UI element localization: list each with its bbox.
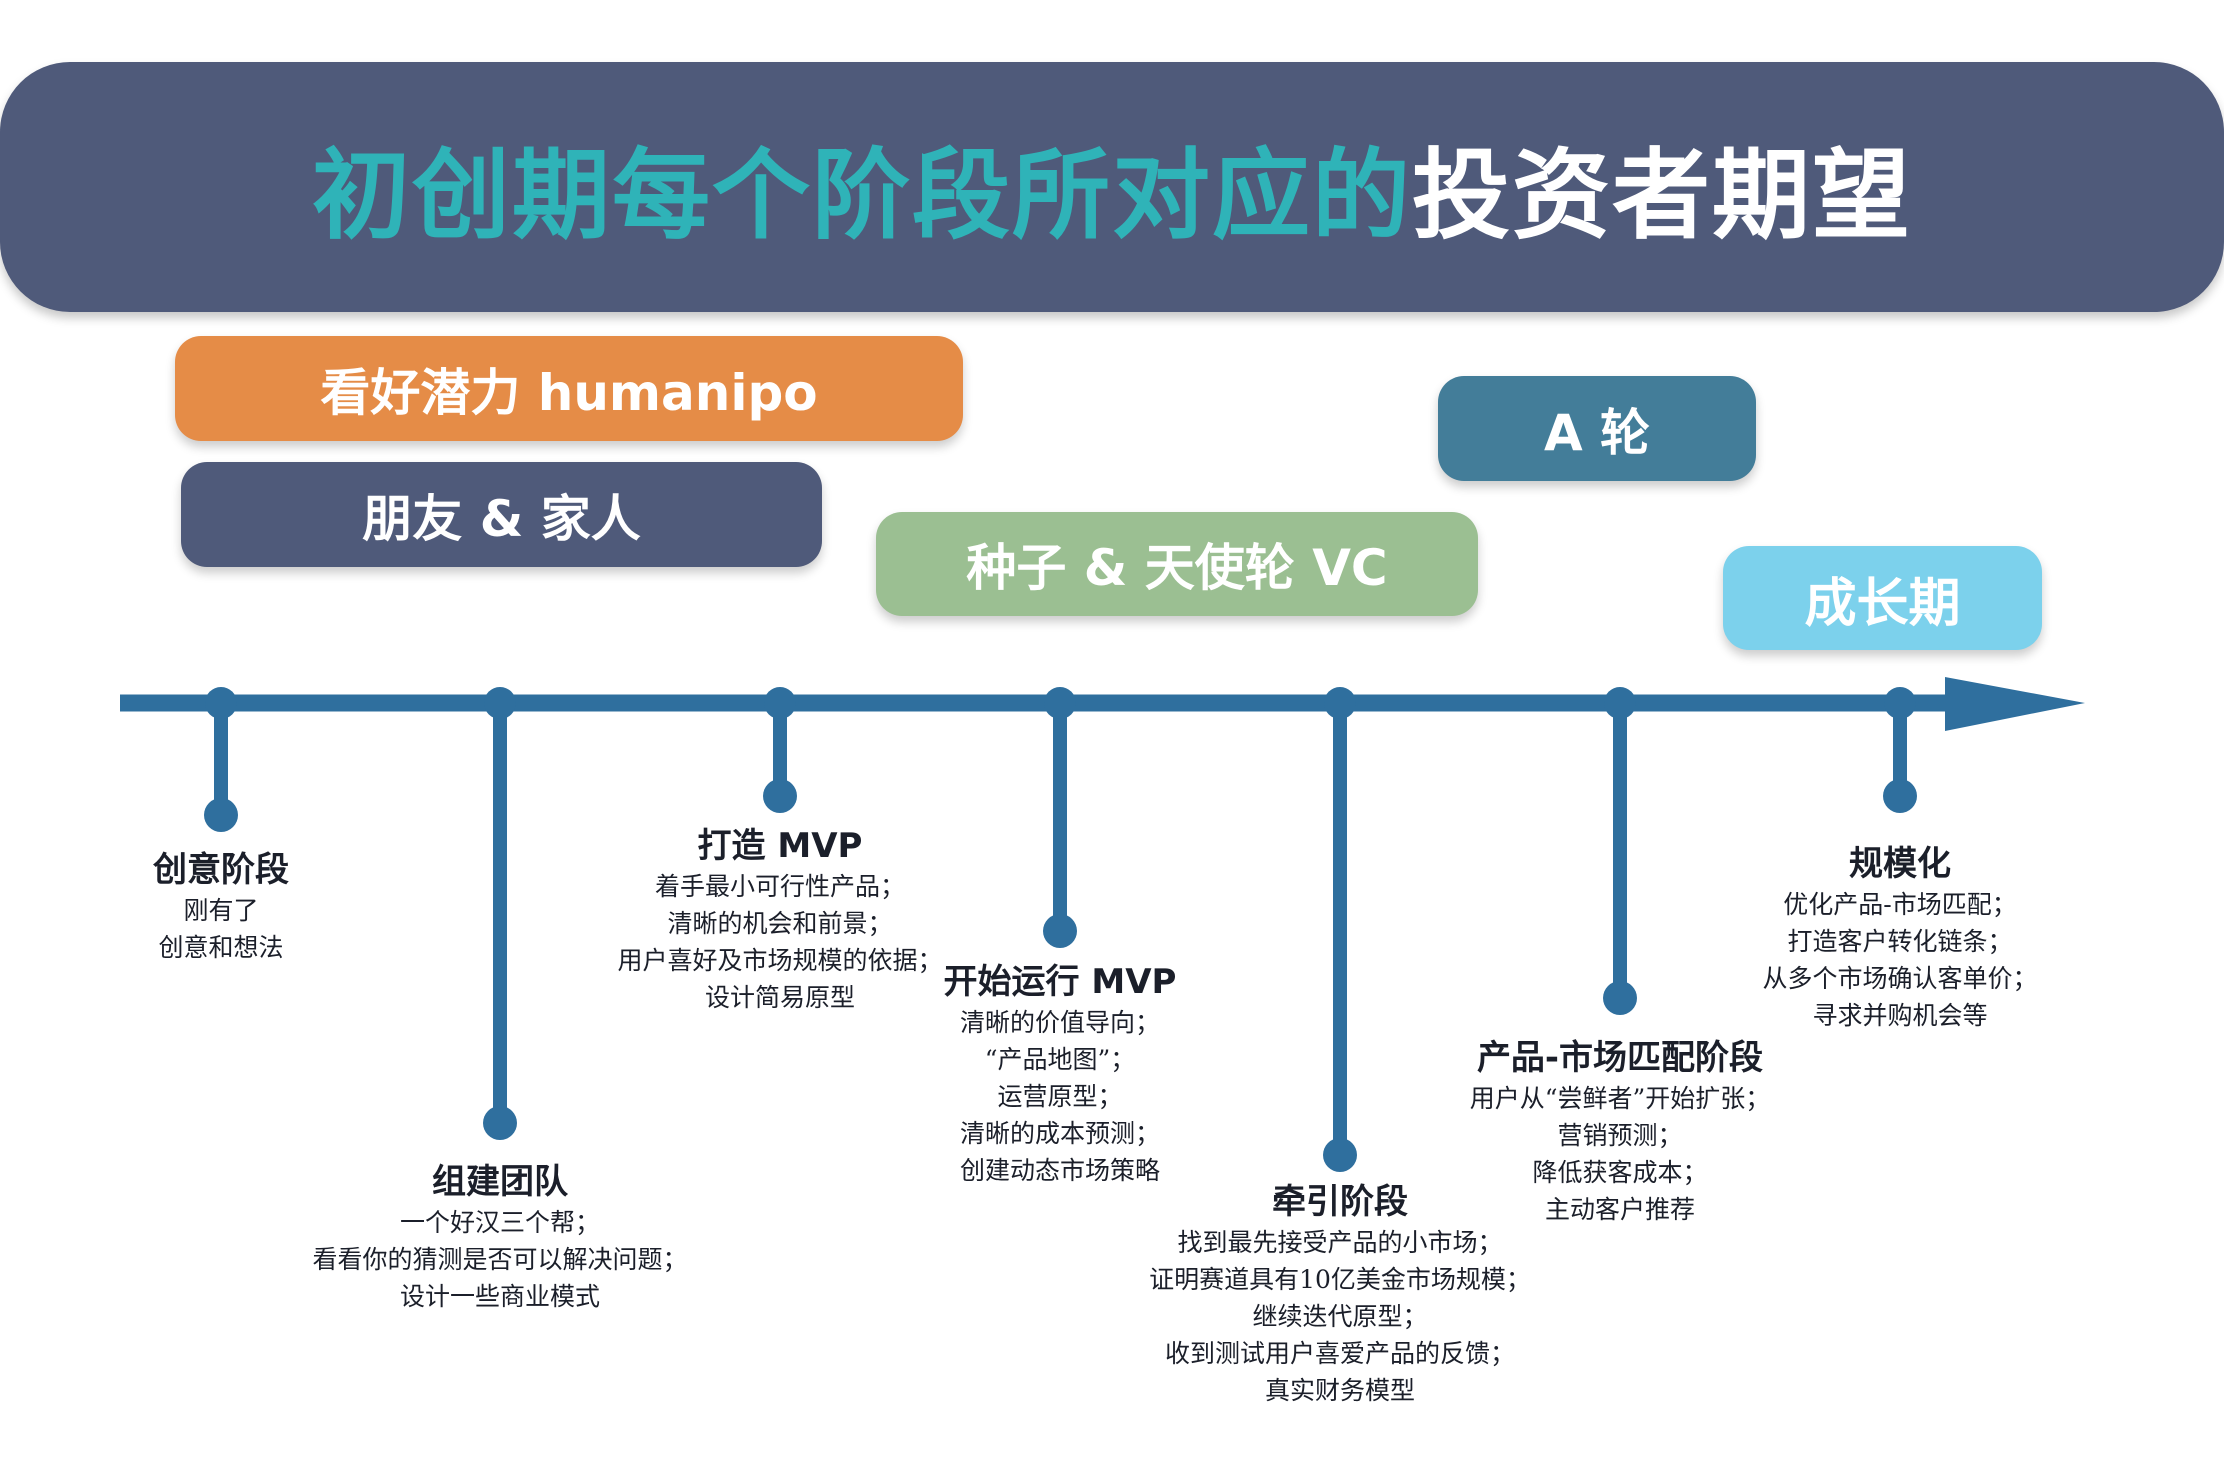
milestone-line: 刚有了	[183, 896, 259, 925]
milestone-line: 收到测试用户喜爱产品的反馈；	[1164, 1339, 1515, 1368]
page-title: 初创期每个阶段所对应的投资者期望	[312, 116, 1912, 258]
milestone-line: 清晰的价值导向；	[959, 1008, 1160, 1037]
milestone-node	[764, 687, 796, 719]
milestone-title: 创意阶段	[153, 850, 289, 890]
milestone-end-dot	[1043, 914, 1077, 948]
milestone-line: 用户从“尝鲜者”开始扩张；	[1469, 1084, 1771, 1113]
investor-stage-growth: 成长期	[1723, 546, 2042, 650]
milestone-line: 寻求并购机会等	[1812, 1001, 1988, 1030]
milestone-3: 打造 MVP 着手最小可行性产品； 清晰的机会和前景； 用户喜好及市场规模的依据； 设计…	[560, 824, 1000, 1016]
milestone-line: 设计一些商业模式	[399, 1282, 600, 1311]
milestone-description: 刚有了创意和想法	[1, 892, 441, 966]
milestone-title: 规模化	[1849, 844, 1951, 884]
milestone-5: 牵引阶段找到最先接受产品的小市场； 证明赛道具有10亿美金市场规模； 继续迭代原型；…	[1120, 1180, 1560, 1409]
milestone-line: 设计简易原型	[704, 983, 855, 1012]
milestone-line: 运营原型；	[997, 1082, 1123, 1111]
milestone-line: 创意和想法	[158, 933, 284, 962]
milestone-line: 一个好汉三个帮；	[399, 1208, 600, 1237]
milestone-line: 用户喜好及市场规模的依据；	[617, 946, 943, 975]
milestone-description: 优化产品-市场匹配； 打造客户转化链条； 从多个市场确认客单价； 寻求并购机会等	[1680, 886, 2120, 1034]
milestone-end-dot	[483, 1106, 517, 1140]
milestone-line: 真实财务模型	[1264, 1376, 1415, 1405]
milestone-line: 主动客户推荐	[1544, 1195, 1695, 1224]
investor-stage-a-round: A 轮	[1438, 376, 1756, 481]
milestone-line: 继续迭代原型；	[1252, 1302, 1428, 1331]
milestone-node	[1324, 687, 1356, 719]
milestone-description: 着手最小可行性产品； 清晰的机会和前景； 用户喜好及市场规模的依据； 设计简易原型	[560, 868, 1000, 1016]
milestone-end-dot	[1323, 1138, 1357, 1172]
milestone-node	[484, 687, 516, 719]
milestone-line: 证明赛道具有10亿美金市场规模；	[1149, 1265, 1531, 1294]
milestone-line: 优化产品-市场匹配；	[1783, 890, 2017, 919]
milestone-end-dot	[1883, 779, 1917, 813]
milestone-node	[1604, 687, 1636, 719]
milestone-node	[1044, 687, 1076, 719]
milestone-6: 产品-市场匹配阶段用户从“尝鲜者”开始扩张； 营销预测； 降低获客成本； 主动客户推荐	[1400, 1036, 1840, 1228]
milestone-line: 清晰的成本预测；	[959, 1119, 1160, 1148]
milestone-description: 找到最先接受产品的小市场； 证明赛道具有10亿美金市场规模； 继续迭代原型； 收到测试…	[1120, 1224, 1560, 1409]
milestone-title: 打造 MVP	[697, 826, 863, 866]
milestone-line: “产品地图”；	[984, 1045, 1136, 1074]
milestone-node	[205, 687, 237, 719]
investor-stage-humanipo: 看好潜力 humanipo	[175, 336, 963, 441]
milestone-node	[1884, 687, 1916, 719]
milestone-title: 产品-市场匹配阶段	[1476, 1038, 1764, 1078]
milestone-line: 找到最先接受产品的小市场；	[1177, 1228, 1503, 1257]
milestone-line: 打造客户转化链条；	[1787, 927, 2013, 956]
milestone-2: 组建团队一个好汉三个帮； 看看你的猜测是否可以解决问题； 设计一些商业模式	[280, 1160, 720, 1315]
milestone-4: 开始运行 MVP 清晰的价值导向； “产品地图”； 运营原型； 清晰的成本预测； 创建动态…	[840, 960, 1280, 1189]
title-main: 初创期每个阶段所对应的	[311, 139, 1412, 253]
milestone-line: 营销预测；	[1557, 1121, 1683, 1150]
investor-stage-friends-family: 朋友 & 家人	[181, 462, 822, 567]
milestone-1: 创意阶段刚有了创意和想法	[1, 848, 441, 966]
milestone-line: 着手最小可行性产品；	[654, 872, 905, 901]
milestone-title: 开始运行 MVP	[943, 962, 1177, 1002]
milestone-end-dot	[763, 779, 797, 813]
milestone-title: 组建团队	[432, 1162, 568, 1202]
milestone-7: 规模化优化产品-市场匹配； 打造客户转化链条； 从多个市场确认客单价； 寻求并购机会等	[1680, 842, 2120, 1034]
timeline-arrow-head	[1945, 677, 2085, 731]
milestone-title: 牵引阶段	[1272, 1182, 1408, 1222]
milestone-line: 从多个市场确认客单价；	[1762, 964, 2038, 993]
milestone-line: 降低获客成本；	[1532, 1158, 1708, 1187]
milestone-line: 清晰的机会和前景；	[667, 909, 893, 938]
milestone-end-dot	[204, 798, 238, 832]
title-accent: 投资者期望	[1412, 139, 1913, 253]
milestone-description: 清晰的价值导向； “产品地图”； 运营原型； 清晰的成本预测； 创建动态市场策略	[840, 1004, 1280, 1189]
milestone-description: 一个好汉三个帮； 看看你的猜测是否可以解决问题； 设计一些商业模式	[280, 1204, 720, 1315]
title-banner: 初创期每个阶段所对应的投资者期望	[0, 62, 2224, 312]
milestone-description: 用户从“尝鲜者”开始扩张； 营销预测； 降低获客成本； 主动客户推荐	[1400, 1080, 1840, 1228]
investor-stage-seed-angel-vc: 种子 & 天使轮 VC	[876, 512, 1478, 616]
milestone-end-dot	[1603, 981, 1637, 1015]
milestone-line: 创建动态市场策略	[959, 1156, 1160, 1185]
milestone-line: 看看你的猜测是否可以解决问题；	[312, 1245, 688, 1274]
